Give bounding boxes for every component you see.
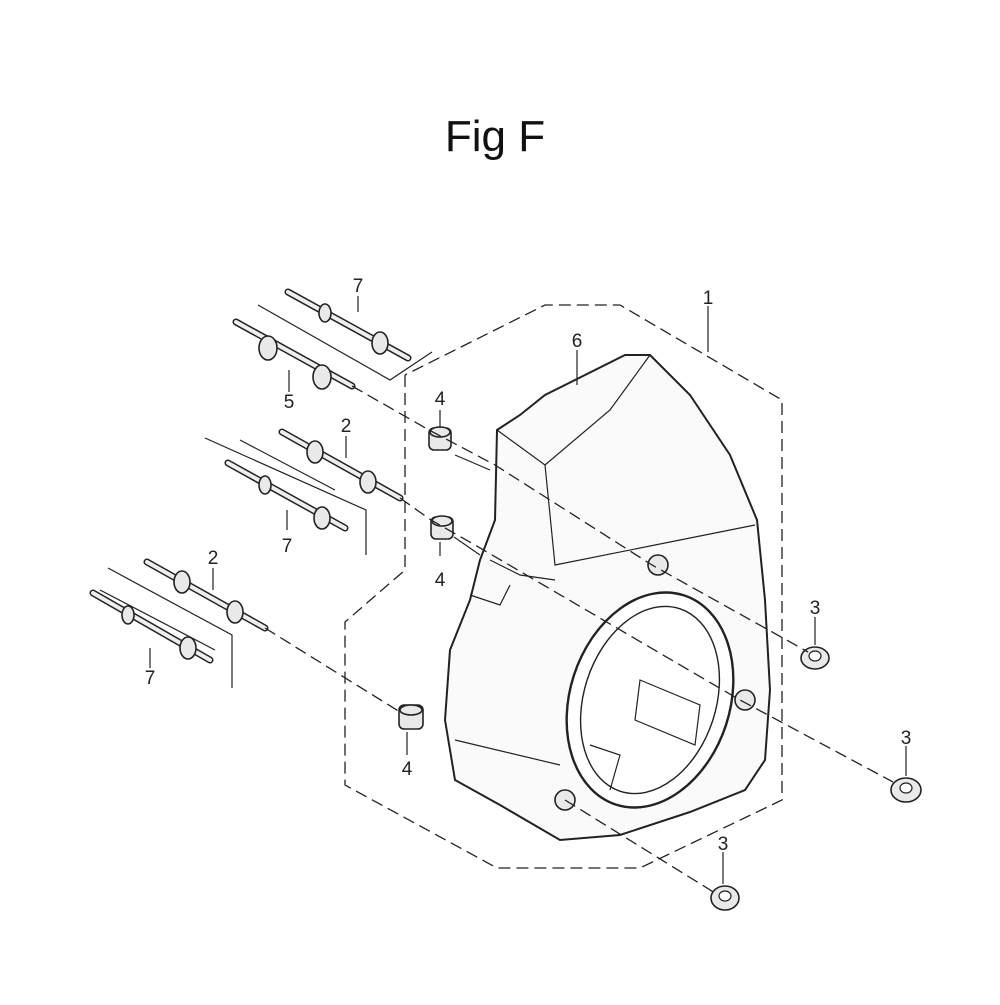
callout-3-right: 3	[901, 728, 912, 749]
callout-4-upper: 4	[435, 389, 446, 410]
mount-boss	[647, 554, 669, 576]
callout-4-lower: 4	[402, 759, 413, 780]
callout-3-bottom: 3	[718, 834, 729, 855]
mount-boss	[734, 689, 756, 711]
callout-4-middle: 4	[435, 570, 446, 591]
fan-opening	[565, 591, 735, 809]
callout-5: 5	[284, 392, 295, 413]
figure-title: Fig F	[444, 112, 546, 161]
bolt-7-middle	[224, 459, 349, 532]
callout-7-top: 7	[353, 276, 364, 297]
collar-upper	[428, 426, 452, 451]
nut-upper	[800, 646, 830, 670]
bolt-7-top	[284, 288, 412, 362]
callout-2-middle: 2	[341, 416, 352, 437]
bolt-2-lower	[143, 558, 269, 632]
bolt-5	[232, 318, 356, 390]
fan-housing	[443, 354, 772, 842]
callout-7-lower: 7	[145, 668, 156, 689]
callout-3-upper: 3	[810, 598, 821, 619]
collar-middle	[430, 515, 454, 540]
nut-right	[890, 777, 922, 803]
bolt-2-middle	[278, 428, 404, 502]
callout-1: 1	[703, 288, 714, 309]
collar-lower	[398, 704, 424, 730]
callout-6: 6	[572, 331, 583, 352]
callout-2-lower: 2	[208, 548, 219, 569]
nut-bottom	[710, 885, 740, 911]
bolt-7-lower	[89, 589, 214, 664]
callout-7-middle: 7	[282, 536, 293, 557]
assembly-boundary	[344, 304, 783, 869]
